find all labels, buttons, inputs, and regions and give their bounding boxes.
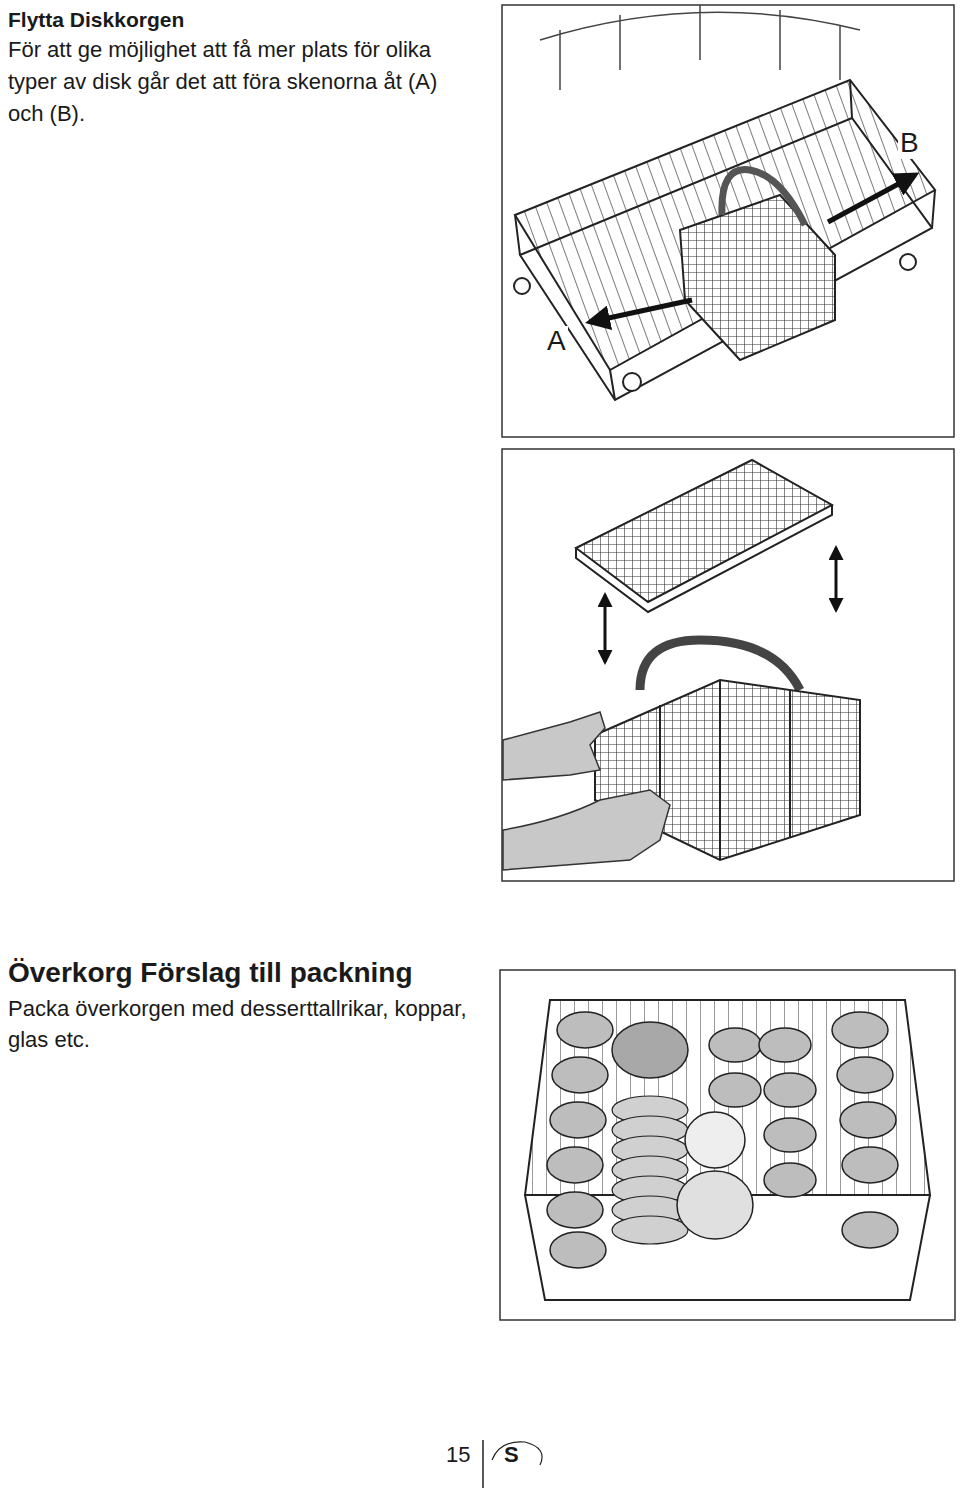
direction-arrow xyxy=(590,300,692,322)
basket-dividers xyxy=(660,680,790,860)
figure-frame xyxy=(500,970,955,1320)
lift-arrow xyxy=(604,595,607,662)
rack-back-wires xyxy=(540,5,860,90)
rack-bottom-rim xyxy=(520,118,932,400)
rack-wheel xyxy=(900,254,916,270)
hand xyxy=(503,790,670,870)
body-text: Packa överkorgen med desserttallrikar, k… xyxy=(8,994,488,1056)
language-code: S xyxy=(504,1443,519,1467)
section-heading: Flytta Diskkorgen xyxy=(8,6,468,33)
rack-top-rim xyxy=(515,80,935,370)
rack-figure xyxy=(502,5,954,437)
plates xyxy=(612,1096,688,1244)
basket-handle xyxy=(722,170,805,225)
callout-letter: A xyxy=(545,326,568,357)
cutlery-basket xyxy=(680,195,835,360)
saucer xyxy=(677,1171,753,1239)
saucer xyxy=(685,1112,745,1168)
rack-wheel xyxy=(514,278,530,294)
body-text: För att ge möjlighet att få mer plats fö… xyxy=(8,34,448,130)
rack-wheel xyxy=(623,373,641,391)
hand xyxy=(503,712,605,780)
figure-frame xyxy=(502,449,954,881)
direction-arrow xyxy=(828,175,915,222)
rack-posts xyxy=(515,80,935,400)
lid-edge xyxy=(576,505,832,612)
page-number: 15 xyxy=(446,1443,470,1467)
upper-rack xyxy=(525,1000,930,1195)
lift-arrow xyxy=(835,548,838,610)
cups xyxy=(547,1012,898,1268)
page-divider xyxy=(482,1440,484,1488)
bowl xyxy=(612,1022,688,1078)
figure-frame xyxy=(502,5,954,437)
basket-lid xyxy=(576,460,832,602)
callout-letter: B xyxy=(898,128,921,159)
basket-figure xyxy=(502,449,954,881)
section-heading: Överkorg Förslag till packning xyxy=(8,956,488,990)
upper-rack-figure xyxy=(500,970,955,1320)
